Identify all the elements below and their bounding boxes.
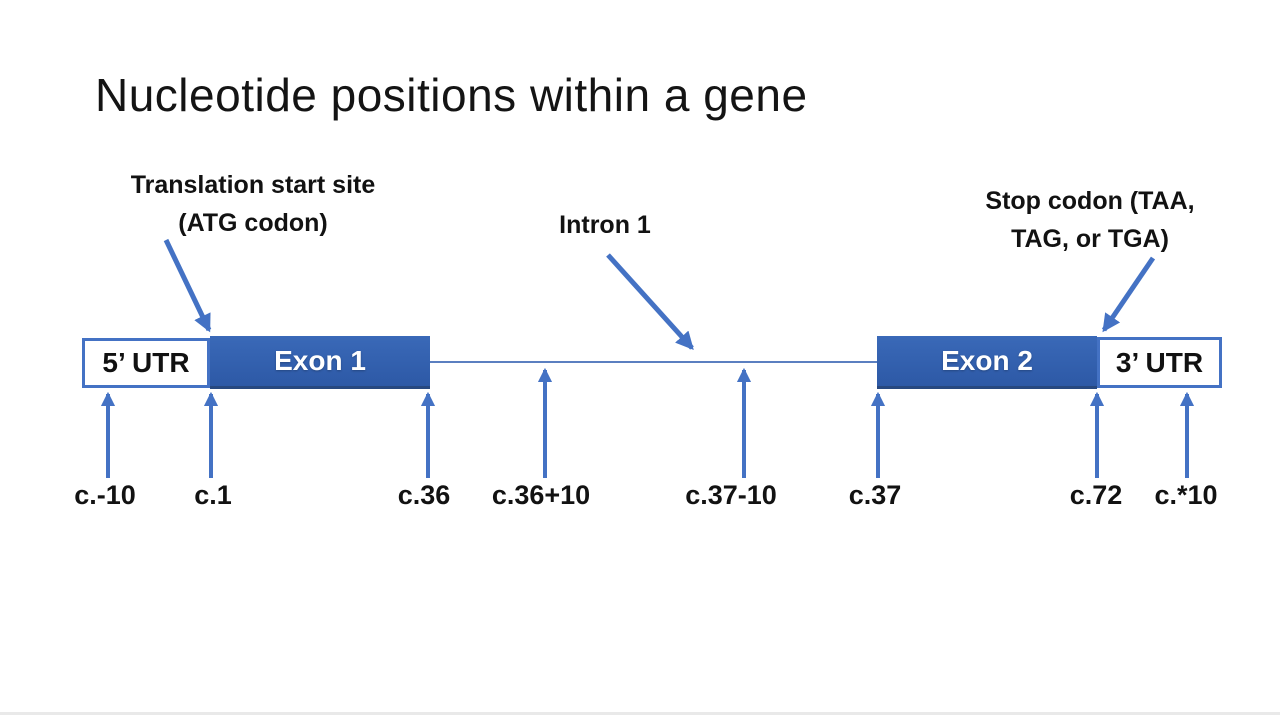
position-label-c37: c.37 (848, 480, 902, 510)
arrow-intron (606, 253, 694, 351)
callout-intron: Intron 1 (559, 211, 651, 239)
position-label-cstar10: c.*10 (1154, 480, 1218, 510)
position-label-c37minus10: c.37-10 (685, 480, 777, 510)
callout-translation-start: Translation start site (ATG codon) (131, 166, 376, 242)
position-label-c36: c.36 (397, 480, 451, 510)
page-title: Nucleotide positions within a gene (95, 69, 808, 121)
callout-stop-codon: Stop codon (TAA, TAG, or TGA) (985, 182, 1194, 258)
segment-5utr: 5’ UTR (82, 338, 210, 388)
intron-line (430, 361, 877, 363)
slide-bottom-edge (0, 712, 1280, 715)
segment-3utr: 3’ UTR (1097, 337, 1222, 388)
position-label-c36plus10: c.36+10 (491, 480, 591, 510)
callout-translation-start-line1: Translation start site (130, 171, 376, 199)
segment-exon2: Exon 2 (877, 336, 1097, 389)
position-label-c1: c.1 (194, 480, 232, 510)
callout-stop-codon-line1: Stop codon (TAA, (985, 187, 1195, 215)
arrow-stop-codon (1101, 256, 1156, 333)
callout-translation-start-line2: (ATG codon) (178, 209, 328, 237)
segment-exon1: Exon 1 (210, 336, 430, 389)
arrow-translation-start (163, 238, 212, 333)
position-label-c72: c.72 (1069, 480, 1123, 510)
position-label-c-minus10: c.-10 (74, 480, 136, 510)
callout-stop-codon-line2: TAG, or TGA) (1011, 225, 1169, 253)
